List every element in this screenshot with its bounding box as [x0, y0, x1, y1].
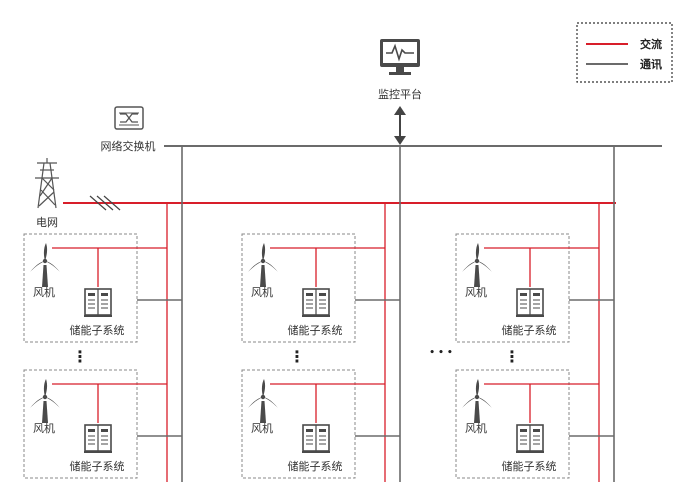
monitor-label: 监控平台	[378, 87, 422, 101]
vertical-ellipsis-col-2: ⋮	[289, 347, 305, 366]
storage-cabinet-icon	[516, 424, 544, 453]
vertical-ellipsis-col-3: ⋮	[504, 347, 520, 366]
monitor-icon	[380, 39, 420, 75]
legend: 交流 通讯	[576, 22, 673, 83]
wind-turbine-icon	[30, 243, 60, 287]
unit-frame	[23, 369, 138, 479]
unit-columns: 风机储能子系统风机储能子系统风机储能子系统风机储能子系统风机储能子系统风机储能子…	[23, 146, 615, 482]
wind-turbine-icon	[462, 243, 492, 287]
unit-frame	[455, 369, 570, 479]
ac-bus-three-phase-marks	[89, 195, 121, 211]
grid-label: 电网	[36, 216, 58, 229]
storage-cabinet-icon	[84, 424, 112, 453]
wind-turbine-label: 风机	[251, 421, 273, 435]
wind-turbine-icon	[248, 243, 278, 287]
unit-frame	[241, 233, 356, 343]
storage-subsystem-label: 储能子系统	[502, 459, 557, 473]
switch-label: 网络交换机	[101, 139, 156, 153]
storage-subsystem-label: 储能子系统	[502, 323, 557, 337]
monitor-node: 监控平台	[378, 39, 422, 101]
storage-cabinet-icon	[302, 288, 330, 317]
wind-turbine-label: 风机	[33, 421, 55, 435]
monitor-link-arrow	[394, 106, 406, 145]
storage-subsystem-label: 储能子系统	[288, 323, 343, 337]
vertical-ellipsis-col-1: ⋮	[72, 347, 88, 366]
wind-turbine-label: 风机	[33, 285, 55, 299]
storage-cabinet-icon	[302, 424, 330, 453]
grid-node: 电网	[35, 158, 59, 229]
legend-frame	[576, 22, 673, 83]
wind-turbine-icon	[462, 379, 492, 423]
switch-node: 网络交换机	[101, 106, 156, 153]
storage-subsystem-label: 储能子系统	[70, 459, 125, 473]
storage-subsystem-label: 储能子系统	[70, 323, 125, 337]
wind-turbine-icon	[248, 379, 278, 423]
storage-cabinet-icon	[516, 288, 544, 317]
wind-turbine-icon	[30, 379, 60, 423]
wind-turbine-label: 风机	[465, 421, 487, 435]
storage-cabinet-icon	[84, 288, 112, 317]
wind-turbine-label: 风机	[465, 285, 487, 299]
wind-turbine-label: 风机	[251, 285, 273, 299]
legend-comm-label: 通讯	[640, 58, 662, 71]
horizontal-ellipsis: • • •	[429, 348, 453, 358]
transmission-tower-icon	[35, 158, 59, 209]
unit-frame	[455, 233, 570, 343]
network-switch-icon	[114, 106, 144, 130]
unit-frame	[241, 369, 356, 479]
storage-subsystem-label: 储能子系统	[288, 459, 343, 473]
unit-frame	[23, 233, 138, 343]
legend-ac-label: 交流	[640, 37, 662, 51]
